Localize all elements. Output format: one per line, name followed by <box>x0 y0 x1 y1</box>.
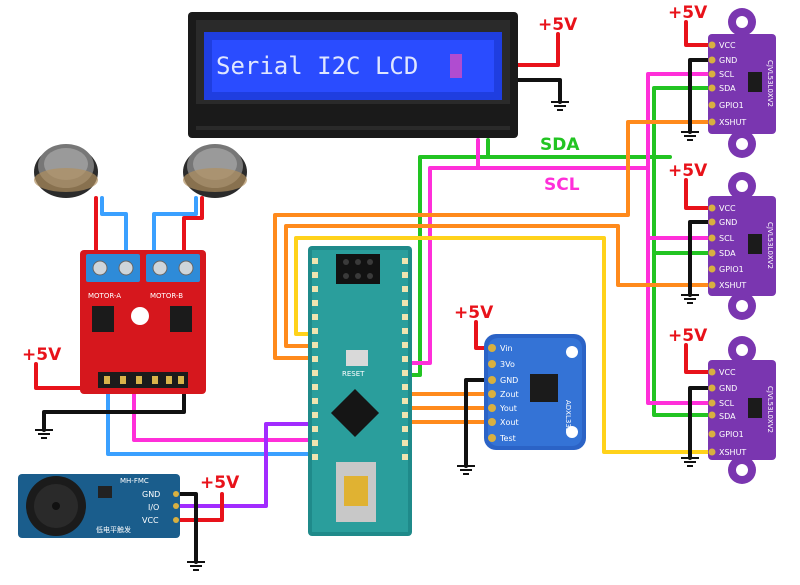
motor-b-label: MOTOR-B <box>150 292 183 300</box>
lcd-vcc-wire <box>516 32 560 67</box>
s1-power-label: +5V <box>668 3 708 23</box>
s3-pin-scl: SCL <box>719 399 735 408</box>
s2-pin-gnd: GND <box>719 218 737 227</box>
ground-icon <box>457 465 475 475</box>
s2-power-label: +5V <box>668 161 708 181</box>
ground-icon <box>35 429 53 439</box>
accel-pin-vin: Vin <box>500 344 513 353</box>
ground-icon <box>681 294 699 304</box>
sensor-2-model: CJVL53L0XV2 <box>766 222 774 269</box>
s2-gnd-wire <box>688 220 714 297</box>
accel-pin-3vo: 3Vo <box>500 360 515 369</box>
motor-gnd-wire <box>42 388 186 432</box>
buzzer-model: MH-FMC <box>120 477 149 485</box>
power-labels: +5V +5V +5V +5V +5V +5V +5V <box>22 3 708 493</box>
s3-pin-vcc: VCC <box>719 368 736 377</box>
ground-icon <box>187 561 205 571</box>
tof-sensor-2: CJVL53L0XV2 VCC GND SCL SDA GPIO1 XSHUT <box>708 172 776 320</box>
lcd-power-label: +5V <box>538 15 578 35</box>
buzzer-power-label: +5V <box>200 473 240 493</box>
lcd-display-text: Serial I2C LCD <box>216 52 418 80</box>
lcd-gnd-wire <box>516 78 562 104</box>
accel-pin-zout: Zout <box>500 390 519 399</box>
buzzer-pin-gnd: GND <box>142 490 160 499</box>
s2-vcc-wire <box>684 178 714 210</box>
s1-pin-sda: SDA <box>719 84 736 93</box>
s3-gnd-wire <box>688 386 714 460</box>
buzzer-pin-io: I/O <box>148 503 159 512</box>
ground-icon <box>551 101 569 111</box>
nano-left-pins <box>312 258 318 460</box>
xshut3-wire <box>294 236 714 454</box>
s1-pin-gnd: GND <box>719 56 737 65</box>
accel-name: ADXL335 <box>564 400 572 432</box>
lcd-cursor <box>450 54 462 78</box>
s2-pin-gpio1: GPIO1 <box>719 265 744 274</box>
s2-pin-sda: SDA <box>719 249 736 258</box>
s3-pin-gnd: GND <box>719 384 737 393</box>
accel-pins <box>488 344 496 442</box>
s1-pin-scl: SCL <box>719 70 735 79</box>
buzzer-io-wire <box>178 422 310 508</box>
sda-label: SDA <box>540 135 580 155</box>
xshut1-wire <box>273 120 714 360</box>
lcd-module: Serial I2C LCD <box>188 12 518 138</box>
tof-sensor-3: CJVL53L0XV2 VCC GND SCL SDA GPIO1 XSHUT <box>708 336 776 484</box>
arduino-nano: RESET <box>308 246 412 536</box>
motor-in2-wire <box>132 388 310 442</box>
s2-pin-xshut: XSHUT <box>719 281 746 290</box>
s1-vcc-wire <box>684 20 714 47</box>
motor-right-red <box>182 196 204 254</box>
ground-icon <box>681 457 699 467</box>
accel-pin-yout: Yout <box>499 404 517 413</box>
adxl335-board: ADXL335 Vin 3Vo GND Zout Yout Xout Test <box>484 334 586 450</box>
scl-label: SCL <box>544 175 580 195</box>
vibration-motor-left <box>34 144 98 198</box>
nano-reset-label: RESET <box>342 370 365 378</box>
accel-pin-xout: Xout <box>500 418 519 427</box>
nano-right-pins <box>402 258 408 460</box>
ground-icon <box>681 131 699 141</box>
motor-a-label: MOTOR-A <box>88 292 121 300</box>
buzzer-module: MH-FMC 低电平触发 GND I/O VCC <box>18 474 180 538</box>
s1-pin-vcc: VCC <box>719 41 736 50</box>
buzzer-pin-vcc: VCC <box>142 516 159 525</box>
xshut2-wire <box>284 224 714 348</box>
s1-gnd-wire <box>688 58 714 134</box>
s3-vcc-wire <box>684 343 714 374</box>
sda-bus-right <box>486 86 714 417</box>
sensor-1-model: CJVL53L0XV2 <box>766 60 774 107</box>
scl-bus-right <box>476 72 714 405</box>
buzzer-gnd-wire <box>178 492 198 564</box>
motor-right-blue <box>152 196 198 254</box>
s1-pin-gpio1: GPIO1 <box>719 101 744 110</box>
s2-pin-scl: SCL <box>719 234 735 243</box>
accel-pin-test: Test <box>499 434 516 443</box>
s3-pin-xshut: XSHUT <box>719 448 746 457</box>
s3-pin-sda: SDA <box>719 412 736 421</box>
s3-power-label: +5V <box>668 326 708 346</box>
tof-sensor-1: CJVL53L0XV2 VCC GND SCL SDA GPIO1 XSHUT <box>708 8 776 158</box>
scl-wire <box>410 138 480 365</box>
buzzer-note: 低电平触发 <box>96 525 131 534</box>
vibration-motor-right <box>183 144 247 198</box>
s3-pin-gpio1: GPIO1 <box>719 430 744 439</box>
s1-pin-xshut: XSHUT <box>719 118 746 127</box>
motor-left-blue <box>100 196 128 254</box>
accel-power-label: +5V <box>454 303 494 323</box>
wires <box>34 20 714 564</box>
sensor-3-model: CJVL53L0XV2 <box>766 386 774 433</box>
motor-driver-board: MOTOR-A MOTOR-B <box>80 250 206 394</box>
s2-pin-vcc: VCC <box>719 204 736 213</box>
ground-symbols <box>35 101 699 571</box>
accel-pin-gnd: GND <box>500 376 518 385</box>
motor-power-label: +5V <box>22 345 62 365</box>
accel-gnd-wire <box>464 378 494 468</box>
sda-wire <box>410 138 490 377</box>
